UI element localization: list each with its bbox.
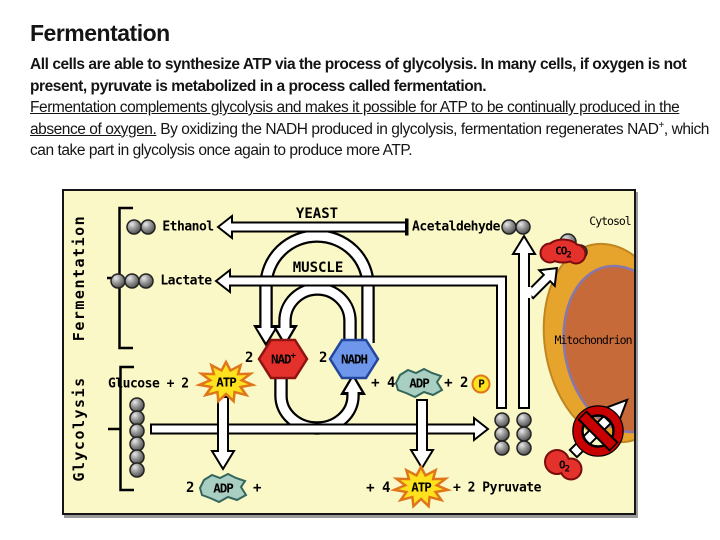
yeast-label: YEAST (295, 206, 339, 222)
plain-text-pre: By oxidizing the NADH produced in glycol… (156, 120, 659, 138)
nad-coefficient: 2 (245, 350, 253, 366)
page-title: Fermentation (30, 20, 170, 46)
adp-label: ADP (409, 375, 430, 391)
muscle-label: MUSCLE (292, 260, 344, 276)
atp-label-bottom: ATP (411, 479, 432, 495)
glycolysis-nad-loop-arrow (274, 373, 366, 435)
nad-label: NAD+ (271, 351, 296, 367)
acetaldehyde-label: Acetaldehyde (412, 219, 500, 235)
pyruvate-label: + 2 Pyruvate (453, 480, 541, 496)
glycolysis-section-label: Glycolysis (70, 376, 88, 482)
pyruvate-sphere (494, 440, 510, 456)
diagram-canvas (107, 206, 634, 508)
cytosol-label: Cytosol (589, 214, 631, 228)
pyruvate-to-lactate-arrow (214, 267, 507, 409)
muscle-nadh-loop-arrow (272, 282, 357, 347)
nadh-hexagon (328, 338, 380, 380)
glucose-sphere (129, 462, 145, 478)
fermentation-section-label: Fermentation (70, 214, 88, 342)
adp-coefficient: 2 (186, 480, 194, 496)
pyruvate-sphere (516, 426, 532, 442)
glucose-label: Glucose + 2 (108, 376, 189, 392)
co2-label: CO2 (555, 244, 572, 261)
atp-payoff-arrow (409, 399, 435, 470)
nadh-coefficient: 2 (319, 350, 327, 366)
glucose-sphere (129, 436, 145, 452)
glucose-sphere (129, 410, 145, 426)
plus-4-adp-label: + 4 (371, 375, 395, 391)
lactate-sphere (110, 273, 126, 289)
pyruvate-to-acetaldehyde-arrow (511, 234, 537, 409)
phosphate-circle (471, 374, 491, 394)
nad-superscript: + (658, 119, 664, 131)
no-oxygen-icon (572, 405, 624, 457)
atp-label: ATP (216, 374, 237, 390)
plus-after-adp: + (253, 480, 261, 496)
mitochondrion-label: Mitochondrion (554, 333, 632, 347)
phosphate-label: P (478, 377, 485, 391)
underlined-text: Fermentation complements glycolysis and … (30, 99, 680, 138)
plus-4-atp-label: + 4 (366, 480, 390, 496)
carbon-spheres (110, 219, 532, 478)
acetaldehyde-sphere (515, 219, 531, 235)
glucose-sphere (129, 397, 145, 413)
glucose-sphere (129, 449, 145, 465)
plus-2-p-label: + 2 (444, 375, 468, 391)
o2-molecule (544, 449, 583, 481)
lactate-sphere (138, 273, 154, 289)
co2-molecule (539, 233, 588, 265)
mitochondrion-organelle (542, 242, 634, 444)
plain-text-post: , which can take part in glycolysis once… (30, 120, 709, 160)
intro-detail-text: Fermentation complements glycolysis and … (30, 97, 720, 162)
o2-label: O2 (558, 458, 570, 475)
pyruvate-sphere (516, 440, 532, 456)
intro-paragraph: All cells are able to synthesize ATP via… (30, 54, 720, 162)
yeast-arrow-endcap (405, 218, 409, 236)
glycolysis-main-arrow (150, 415, 490, 443)
adp-label-bottom: ADP (213, 480, 234, 496)
glucose-sphere (129, 423, 145, 439)
nad-hexagon (257, 338, 309, 380)
pyruvate-sphere (494, 426, 510, 442)
nadh-label: NADH (340, 351, 368, 367)
pyruvate-sphere (516, 412, 532, 428)
ethanol-sphere (126, 219, 142, 235)
yeast-nadh-loop-arrow (253, 229, 375, 347)
acetaldehyde-sphere (501, 219, 517, 235)
intro-bold-text: All cells are able to synthesize ATP via… (30, 56, 687, 95)
fermentation-diagram: Fermentation Glycolysis YEAST MUSCLE Eth… (62, 189, 636, 515)
glycolysis-bracket (108, 365, 134, 492)
ethanol-sphere (140, 219, 156, 235)
lactate-sphere (124, 273, 140, 289)
ethanol-label: Ethanol (162, 219, 214, 235)
lactate-label: Lactate (160, 273, 212, 289)
pyruvate-sphere (494, 412, 510, 428)
arrow-junction-patch (525, 287, 532, 298)
